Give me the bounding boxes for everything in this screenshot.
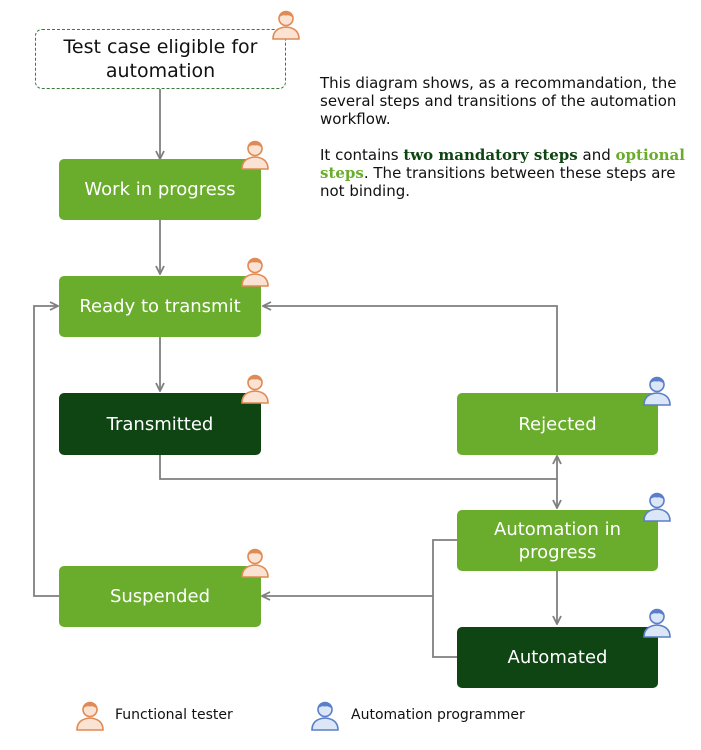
legend-functional-tester-icon bbox=[76, 701, 104, 731]
arrow-rejected-to-ready bbox=[263, 306, 558, 392]
node-transmitted-label: Transmitted bbox=[106, 413, 214, 435]
functional-tester-icon bbox=[241, 548, 269, 578]
node-automation-in-progress-label: Automation in progress bbox=[494, 518, 621, 563]
node-automation-in-progress: Automation in progress bbox=[457, 510, 658, 571]
automation-programmer-icon bbox=[643, 492, 671, 522]
functional-tester-icon bbox=[241, 140, 269, 170]
node-suspended: Suspended bbox=[59, 566, 261, 627]
description-text: . The transitions between these steps ar… bbox=[320, 164, 676, 200]
node-rejected: Rejected bbox=[457, 393, 658, 455]
arrow-suspended-to-ready bbox=[33, 306, 60, 597]
legend-automation-programmer-label: Automation programmer bbox=[351, 707, 525, 723]
node-work-in-progress-label: Work in progress bbox=[84, 179, 236, 200]
node-suspended-label: Suspended bbox=[109, 586, 211, 607]
description-paragraph-1: This diagram shows, as a recommandation,… bbox=[320, 74, 677, 128]
legend-automation-programmer-icon bbox=[311, 701, 339, 731]
node-rejected-label: Rejected bbox=[518, 413, 597, 435]
automation-programmer-icon bbox=[643, 608, 671, 638]
node-transmitted: Transmitted bbox=[59, 393, 261, 455]
description-text: It contains bbox=[320, 146, 404, 164]
functional-tester-icon bbox=[241, 257, 269, 287]
functional-tester-icon bbox=[272, 10, 300, 40]
node-automated-label: Automated bbox=[507, 647, 608, 668]
mandatory-steps-highlight: two mandatory steps bbox=[403, 146, 578, 164]
node-ready-to-transmit: Ready to transmit bbox=[59, 276, 261, 337]
description-text: and bbox=[577, 146, 616, 164]
automation-programmer-icon bbox=[643, 376, 671, 406]
diagram-description: This diagram shows, as a recommandation,… bbox=[320, 74, 685, 218]
functional-tester-icon bbox=[241, 374, 269, 404]
node-start: Test case eligible for automation bbox=[35, 29, 286, 89]
node-work-in-progress: Work in progress bbox=[59, 159, 261, 220]
arrow-automation-to-suspended-line bbox=[432, 539, 457, 658]
node-ready-to-transmit-label: Ready to transmit bbox=[79, 296, 241, 317]
node-automated: Automated bbox=[457, 627, 658, 688]
optional-steps-highlight: optional steps bbox=[320, 146, 685, 182]
description-paragraph-2: It contains two mandatory steps and opti… bbox=[320, 146, 685, 200]
node-start-label: Test case eligible for automation bbox=[63, 36, 258, 82]
legend-functional-tester-label: Functional tester bbox=[115, 707, 233, 723]
arrow-transmitted-to-automation bbox=[159, 455, 557, 508]
